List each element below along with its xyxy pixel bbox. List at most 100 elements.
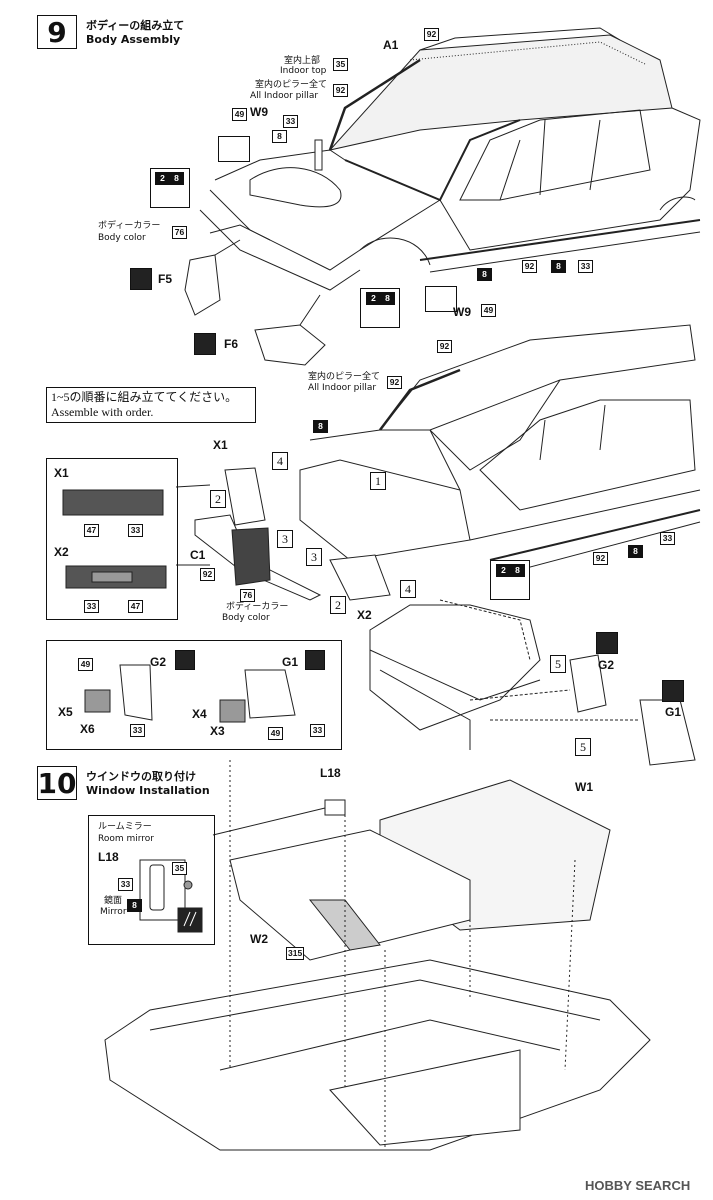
part-l18: L18 (320, 766, 341, 780)
code-33-mid-side: 33 (660, 532, 675, 545)
code-76-c1: 76 (240, 589, 255, 602)
code-92-side-a: 92 (522, 260, 537, 273)
g2-rear-cement-icon (596, 632, 618, 654)
part-x1: X1 (213, 438, 228, 452)
code-8-low: 8 (510, 564, 525, 577)
seq-2-a: 2 (210, 490, 226, 508)
part-x2: X2 (357, 608, 372, 622)
code-49-x3: 49 (268, 727, 283, 740)
code-2-mid: 2 (366, 292, 381, 305)
inset-l18-label: L18 (98, 850, 119, 864)
step-9-title-en: Body Assembly (86, 33, 181, 46)
code-47-x1: 47 (84, 524, 99, 537)
room-mirror-jp: ルームミラー (98, 822, 152, 832)
code-92-c1: 92 (200, 568, 215, 581)
mirror-clip-icon-low (425, 286, 457, 312)
code-35-mirror: 35 (172, 862, 187, 875)
code-8-side: 8 (551, 260, 566, 273)
g1-rear-cement-icon (662, 680, 684, 702)
step-10-title-en: Window Installation (86, 784, 210, 797)
code-35-indoor-top: 35 (333, 58, 348, 71)
inset-g2-label: G2 (150, 655, 167, 669)
part-f5: F5 (158, 272, 173, 286)
body-color-jp: ボディーカラー (98, 221, 161, 231)
step-10-title-jp: ウインドウの取り付け (86, 770, 196, 783)
code-92-mid-side: 92 (593, 552, 608, 565)
indoor-top-en: Indoor top (280, 66, 327, 76)
all-pillar2-jp: 室内のピラー全て (308, 372, 381, 382)
lens-en: Mirror (100, 907, 127, 917)
body-color2-jp: ボディーカラー (226, 602, 289, 612)
code-8-w9-top: 8 (272, 130, 287, 143)
note-jp: 1~5の順番に組み立ててください。 (51, 390, 238, 404)
seq-4-a: 4 (272, 452, 288, 470)
code-33-w9-top: 33 (283, 115, 298, 128)
code-2-top: 2 (155, 172, 170, 185)
code-33-x2: 33 (84, 600, 99, 613)
code-49-w9-top: 49 (232, 108, 247, 121)
part-w2: W2 (250, 932, 268, 946)
part-x5: X5 (58, 705, 73, 719)
room-mirror-en: Room mirror (98, 834, 155, 844)
part-w9-top: W9 (250, 105, 268, 119)
part-w1: W1 (575, 780, 593, 794)
inset-x1-x2 (46, 458, 178, 620)
code-8-mirror: 8 (127, 899, 142, 912)
seq-4-b: 4 (400, 580, 416, 598)
seq-2-b: 2 (330, 596, 346, 614)
part-c1: C1 (190, 548, 206, 562)
code-8-mid-side: 8 (628, 545, 643, 558)
part-w9-low: W9 (453, 305, 471, 319)
seq-5-a: 5 (550, 655, 566, 673)
code-8-top: 8 (169, 172, 184, 185)
inset-g1-g2 (46, 640, 342, 750)
step-9-number: 9 (37, 15, 77, 49)
step-10-number: 10 (37, 766, 77, 800)
g2-cement-icon (175, 650, 195, 670)
g1-cement-icon (305, 650, 325, 670)
part-x3: X3 (210, 724, 225, 738)
mirror-clip-icon (218, 136, 250, 162)
code-8-w9-low: 8 (477, 268, 492, 281)
step-9-title-jp: ボディーの組み立て (86, 19, 185, 32)
all-pillar-jp: 室内のピラー全て (255, 80, 328, 90)
seq-5-b: 5 (575, 738, 591, 756)
room-mirror-inset (88, 815, 215, 945)
code-49-x5: 49 (78, 658, 93, 671)
code-315: 315 (286, 947, 305, 960)
part-f6: F6 (224, 337, 239, 351)
part-a1: A1 (383, 38, 399, 52)
code-33-g1: 33 (310, 724, 325, 737)
code-49-w9-low: 49 (481, 304, 496, 317)
all-pillar2-en: All Indoor pillar (308, 383, 377, 393)
seq-1: 1 (370, 472, 386, 490)
code-92-mid-window: 92 (437, 340, 452, 353)
code-33-x1: 33 (128, 524, 143, 537)
code-47-x2: 47 (128, 600, 143, 613)
part-x6: X6 (80, 722, 95, 736)
part-x4: X4 (192, 707, 207, 721)
part-g2: G2 (598, 658, 615, 672)
seq-3-a: 3 (277, 530, 293, 548)
assembly-order-note: 1~5の順番に組み立ててください。 Assemble with order. (46, 387, 256, 423)
body-color2-en: Body color (222, 613, 270, 623)
watermark: HOBBY SEARCH (585, 1178, 691, 1193)
indoor-top-jp: 室内上部 (284, 56, 321, 66)
code-33-mirror: 33 (118, 878, 133, 891)
code-76-top: 76 (172, 226, 187, 239)
f5-cement-icon (130, 268, 152, 290)
f6-cement-icon (194, 333, 216, 355)
code-92-pillar: 92 (333, 84, 348, 97)
code-92-mid-pillar: 92 (387, 376, 402, 389)
note-en: Assemble with order. (51, 405, 154, 419)
code-8-mid: 8 (380, 292, 395, 305)
lens-jp: 鏡面 (104, 896, 123, 906)
inset-g1-label: G1 (282, 655, 299, 669)
part-g1: G1 (665, 705, 682, 719)
all-pillar-en: All Indoor pillar (250, 91, 319, 101)
inset-x2-label: X2 (54, 545, 69, 559)
code-92-window: 92 (424, 28, 439, 41)
inset-x1-label: X1 (54, 466, 69, 480)
seq-3-b: 3 (306, 548, 322, 566)
